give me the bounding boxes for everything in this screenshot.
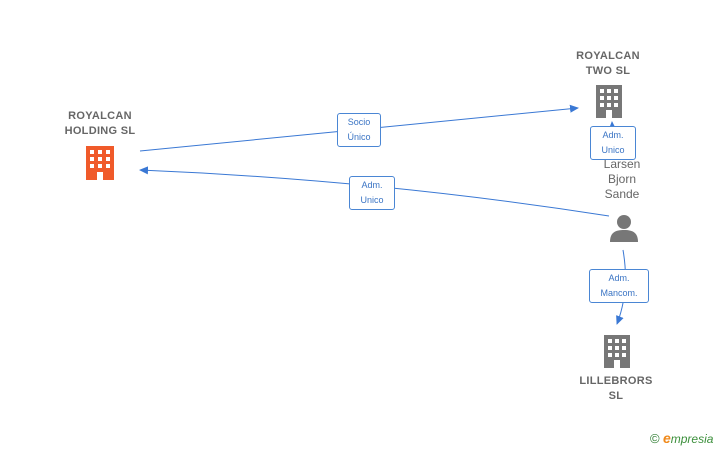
building-icon-holding[interactable] bbox=[86, 146, 114, 180]
building-icon-two[interactable] bbox=[596, 85, 622, 118]
edge-label-adm-unico-holding: Adm. Unico bbox=[349, 176, 395, 210]
node-label-lillebrors[interactable]: LILLEBRORS SL bbox=[579, 375, 653, 402]
edge-label-socio-unico: Socio Único bbox=[337, 113, 381, 147]
building-icon-lillebrors[interactable] bbox=[604, 335, 630, 368]
empresia-watermark: © empresia bbox=[650, 430, 713, 446]
person-icon[interactable] bbox=[610, 215, 638, 242]
edge-label-adm-unico-two: Adm. Unico bbox=[590, 126, 636, 160]
node-label-two[interactable]: ROYALCAN TWO SL bbox=[576, 50, 640, 77]
edge-label-adm-mancom: Adm. Mancom. bbox=[589, 269, 649, 303]
copyright-symbol: © bbox=[650, 431, 660, 446]
node-label-person[interactable]: Larsen Bjorn Sande bbox=[603, 157, 641, 201]
empresia-logo-e: e bbox=[662, 430, 671, 446]
node-label-holding[interactable]: ROYALCAN HOLDING SL bbox=[64, 110, 136, 137]
empresia-logo-text: mpresia bbox=[670, 432, 714, 446]
